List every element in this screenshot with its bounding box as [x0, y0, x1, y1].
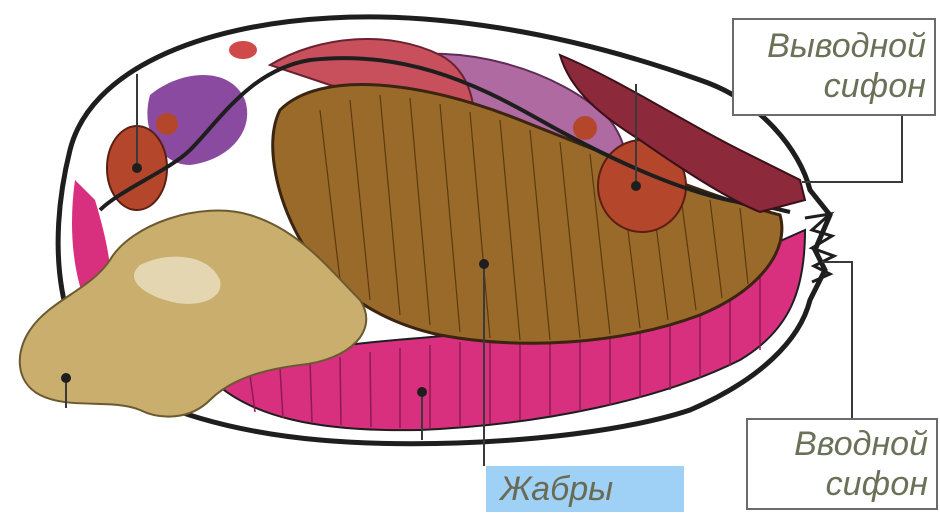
inflow-siphon-label: Вводной сифон: [746, 418, 938, 510]
inflow-siphon-label-line2: сифон: [748, 464, 928, 504]
small-organ-3: [229, 41, 257, 59]
inflow-siphon-label-line1: Вводной: [748, 424, 928, 464]
small-organ-2: [573, 116, 597, 140]
gills-label: Жабры: [486, 466, 684, 512]
outflow-siphon-label-line2: сифон: [734, 66, 926, 106]
outflow-siphon-label-line1: Выводной: [734, 26, 926, 66]
small-organ-1: [156, 113, 178, 135]
outflow-siphon-label: Выводной сифон: [732, 18, 936, 116]
